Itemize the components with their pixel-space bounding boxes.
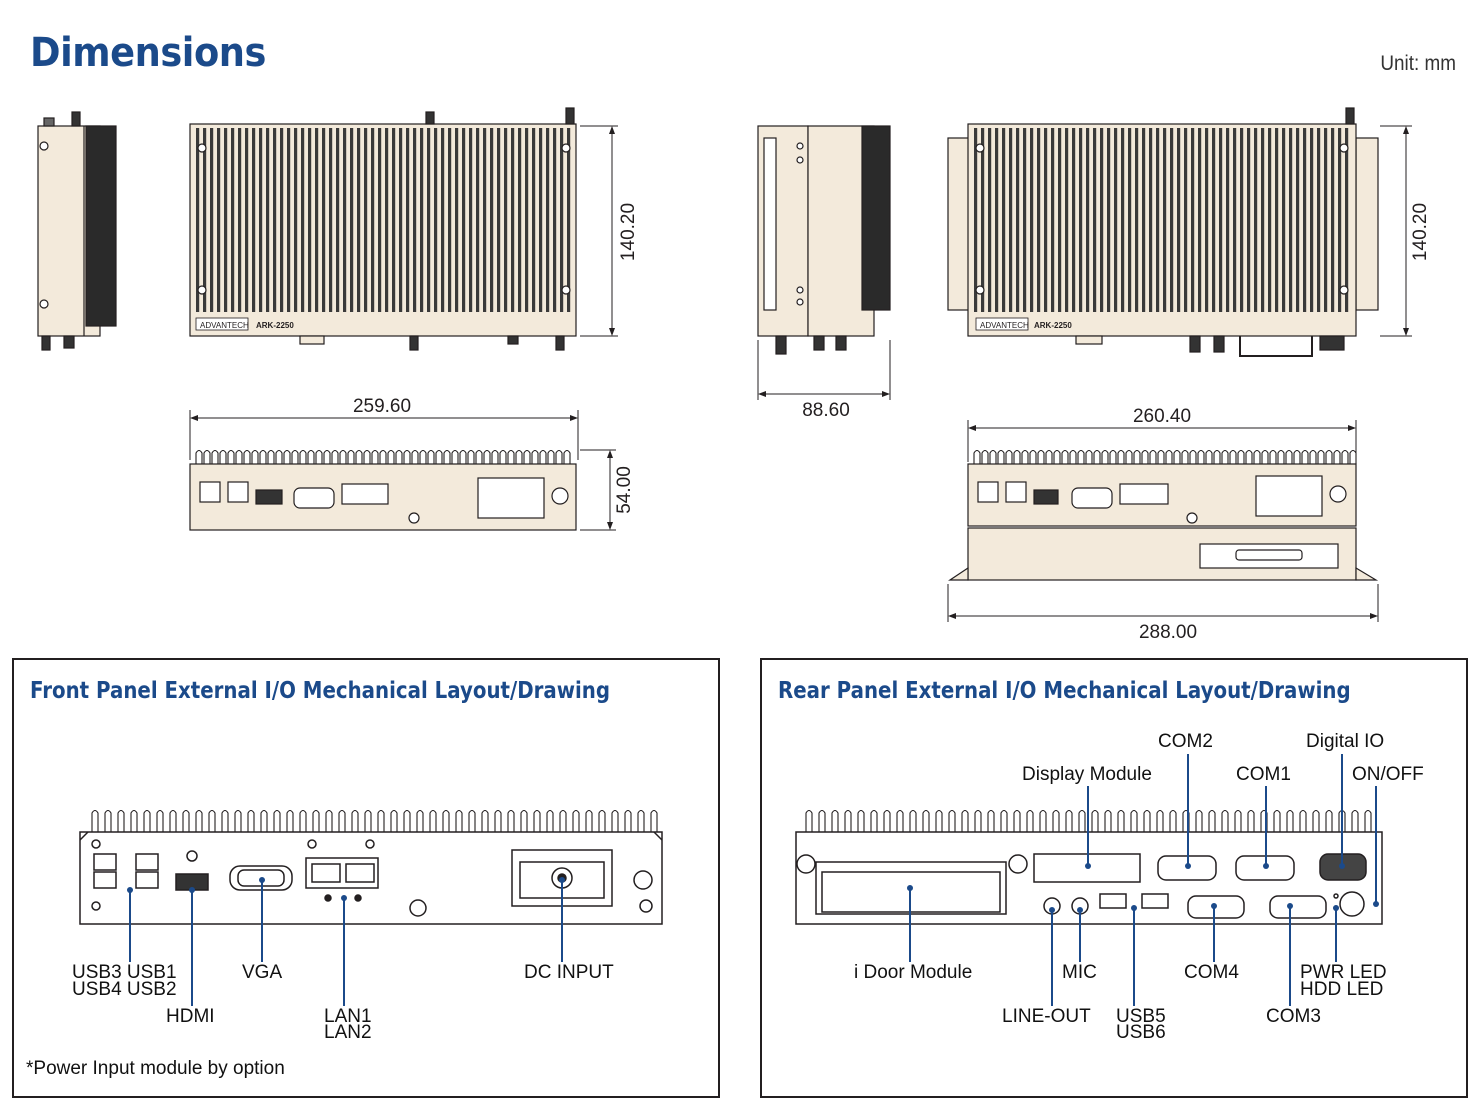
front-panel-box (12, 658, 720, 1098)
svg-text:260.40: 260.40 (1133, 406, 1191, 427)
unit-label: Unit: mm (1380, 52, 1456, 75)
heatsink-fins-rear (974, 128, 1349, 312)
label-usb-bottom: USB4 USB2 (72, 979, 177, 1000)
label-com3: COM3 (1266, 1006, 1321, 1027)
dim-front-width (189, 410, 579, 460)
heatsink-fins-small (195, 449, 571, 464)
label-idoor-module: i Door Module (854, 962, 973, 983)
label-usb6: USB6 (1116, 1022, 1166, 1043)
dim-front-depth (580, 449, 616, 531)
dim-side-depth (757, 340, 891, 400)
rear-panel-box (760, 658, 1468, 1098)
svg-text:ADVANTECH: ADVANTECH (200, 321, 249, 330)
label-com2: COM2 (1158, 731, 1213, 752)
label-lan1: LAN1 (324, 1006, 372, 1027)
svg-text:54.00: 54.00 (614, 466, 635, 514)
heatsink-fins-rear-small (973, 449, 1357, 464)
svg-text:288.00: 288.00 (1139, 622, 1197, 643)
label-display-module: Display Module (1022, 764, 1152, 785)
front-top-view: ADVANTECH ARK-2250 (189, 107, 577, 351)
svg-text:140.20: 140.20 (1410, 203, 1431, 261)
dim-rear-width (967, 420, 1357, 462)
label-hdmi: HDMI (166, 1006, 215, 1027)
dim-front-height (580, 125, 618, 337)
rear-panel-title: Rear Panel External I/O Mechanical Layou… (778, 678, 1351, 704)
label-usb5: USB5 (1116, 1006, 1166, 1027)
svg-text:ARK-2250: ARK-2250 (256, 321, 294, 330)
label-com1: COM1 (1236, 764, 1291, 785)
svg-text:ADVANTECH: ADVANTECH (980, 321, 1029, 330)
label-hdd-led: HDD LED (1300, 979, 1384, 1000)
dimension-drawings: ADVANTECH ARK-2250 140.20 259.60 (37, 107, 1431, 643)
svg-text:88.60: 88.60 (802, 400, 850, 421)
rear-panel-small (948, 449, 1379, 581)
right-side-view (757, 125, 891, 355)
label-lan2: LAN2 (324, 1022, 372, 1043)
svg-text:140.20: 140.20 (618, 203, 639, 261)
heatsink-fins (196, 128, 571, 312)
label-dc-input: DC INPUT (524, 962, 614, 983)
svg-text:ARK-2250: ARK-2250 (1034, 321, 1072, 330)
dim-rear-bracket (947, 584, 1379, 622)
label-digital-io: Digital IO (1306, 731, 1385, 752)
label-vga: VGA (242, 962, 283, 983)
front-panel-title: Front Panel External I/O Mechanical Layo… (30, 678, 611, 704)
label-mic: MIC (1062, 962, 1097, 983)
label-usb-top: USB3 USB1 (72, 962, 177, 983)
page-title: Dimensions (30, 30, 266, 76)
svg-text:259.60: 259.60 (353, 396, 411, 417)
label-pwr-led: PWR LED (1300, 962, 1387, 983)
footnote: *Power Input module by option (26, 1058, 285, 1079)
label-line-out: LINE-OUT (1002, 1006, 1091, 1027)
label-on-off: ON/OFF (1352, 764, 1424, 785)
label-com4: COM4 (1184, 962, 1239, 983)
dim-rear-height (1380, 125, 1412, 337)
front-panel-small (189, 449, 577, 531)
left-side-view (37, 111, 117, 351)
rear-top-view: ADVANTECH ARK-2250 (947, 107, 1379, 357)
